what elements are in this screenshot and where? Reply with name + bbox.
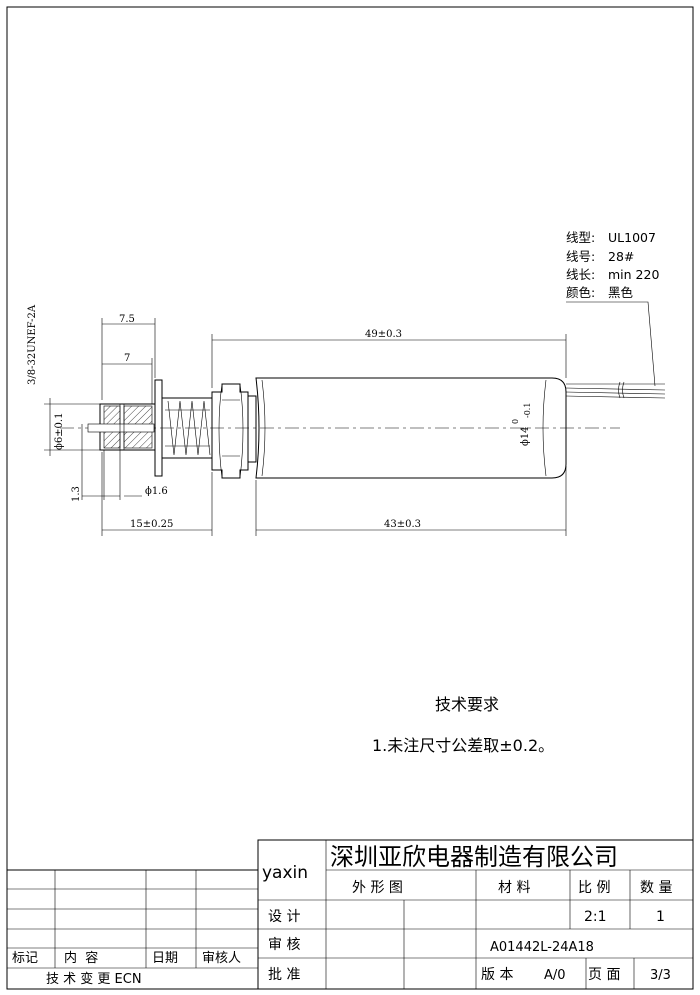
cross-hole (87, 423, 155, 433)
company-name: 深圳亚欣电器制造有限公司 (330, 843, 618, 871)
dim-phi-1-6: ϕ1.6 (145, 486, 168, 497)
dim-phi-14-tol-bottom: -0.1 (523, 403, 532, 418)
solenoid-drawing (60, 377, 666, 479)
dim-phi-6: ϕ6±0.1 (54, 413, 65, 450)
nut-shoulder (247, 395, 257, 463)
quantity-label: 数 量 (640, 880, 672, 896)
rev-header-mark: 标记 (12, 951, 38, 966)
dim-15: 15±0.25 (130, 519, 173, 530)
thread-spec: 3/8-32UNEF-2A (27, 304, 38, 385)
design-label: 设 计 (268, 909, 300, 925)
approve-label: 批 准 (268, 967, 300, 983)
page-label: 页 面 (588, 967, 620, 983)
requirements-item-1: 1.未注尺寸公差取±0.2。 (372, 736, 554, 755)
wire-color-label: 颜色: (566, 285, 595, 300)
wire-leader-line (566, 301, 656, 387)
rev-header-reviewer: 审核人 (202, 951, 241, 966)
dim-phi-14: ϕ14 (520, 426, 531, 446)
wire-gauge-value: 28# (608, 249, 634, 264)
wire-color-value: 黑色 (608, 285, 634, 300)
title-block (6, 839, 694, 990)
dim-49: 49±0.3 (365, 329, 402, 340)
part-number: A01442L-24A18 (490, 940, 594, 955)
material-label: 材 料 (498, 880, 530, 896)
version-value: A/0 (544, 968, 566, 983)
lead-wire-bottom (565, 395, 666, 399)
dimension-lines (44, 318, 567, 536)
dim-1-3: 1.3 (71, 486, 82, 502)
dim-7: 7 (124, 353, 130, 364)
review-label: 审 核 (268, 937, 300, 953)
dim-7-5: 7.5 (119, 314, 135, 325)
page-value: 3/3 (650, 968, 671, 983)
wire-type-value: UL1007 (608, 230, 656, 245)
rev-header-date: 日期 (152, 951, 178, 966)
scale-value: 2:1 (584, 909, 607, 925)
dim-phi-14-tol-top: 0 (511, 419, 520, 424)
brand-name: yaxin (262, 863, 308, 883)
requirements-title: 技术要求 (435, 695, 499, 714)
solenoid-body (255, 377, 567, 479)
scale-label: 比 例 (578, 880, 610, 896)
version-label: 版 本 (481, 967, 513, 983)
dim-43: 43±0.3 (384, 519, 421, 530)
threaded-nut (211, 383, 249, 479)
wire-type-label: 线型: (566, 230, 595, 245)
rev-header-content: 内 容 (64, 950, 98, 966)
shape-label: 外 形 图 (352, 880, 403, 896)
wire-spec-notes: 线型: UL1007 线号: 28# 线长: min 220 颜色: 黑色 (566, 230, 659, 300)
wire-length-label: 线长: (566, 267, 595, 282)
wire-gauge-label: 线号: (566, 249, 595, 264)
wire-length-value: min 220 (608, 267, 659, 282)
quantity-value: 1 (656, 909, 665, 925)
sheet-border (6, 6, 694, 990)
ecn-label: 技 术 变 更 ECN (46, 971, 142, 987)
